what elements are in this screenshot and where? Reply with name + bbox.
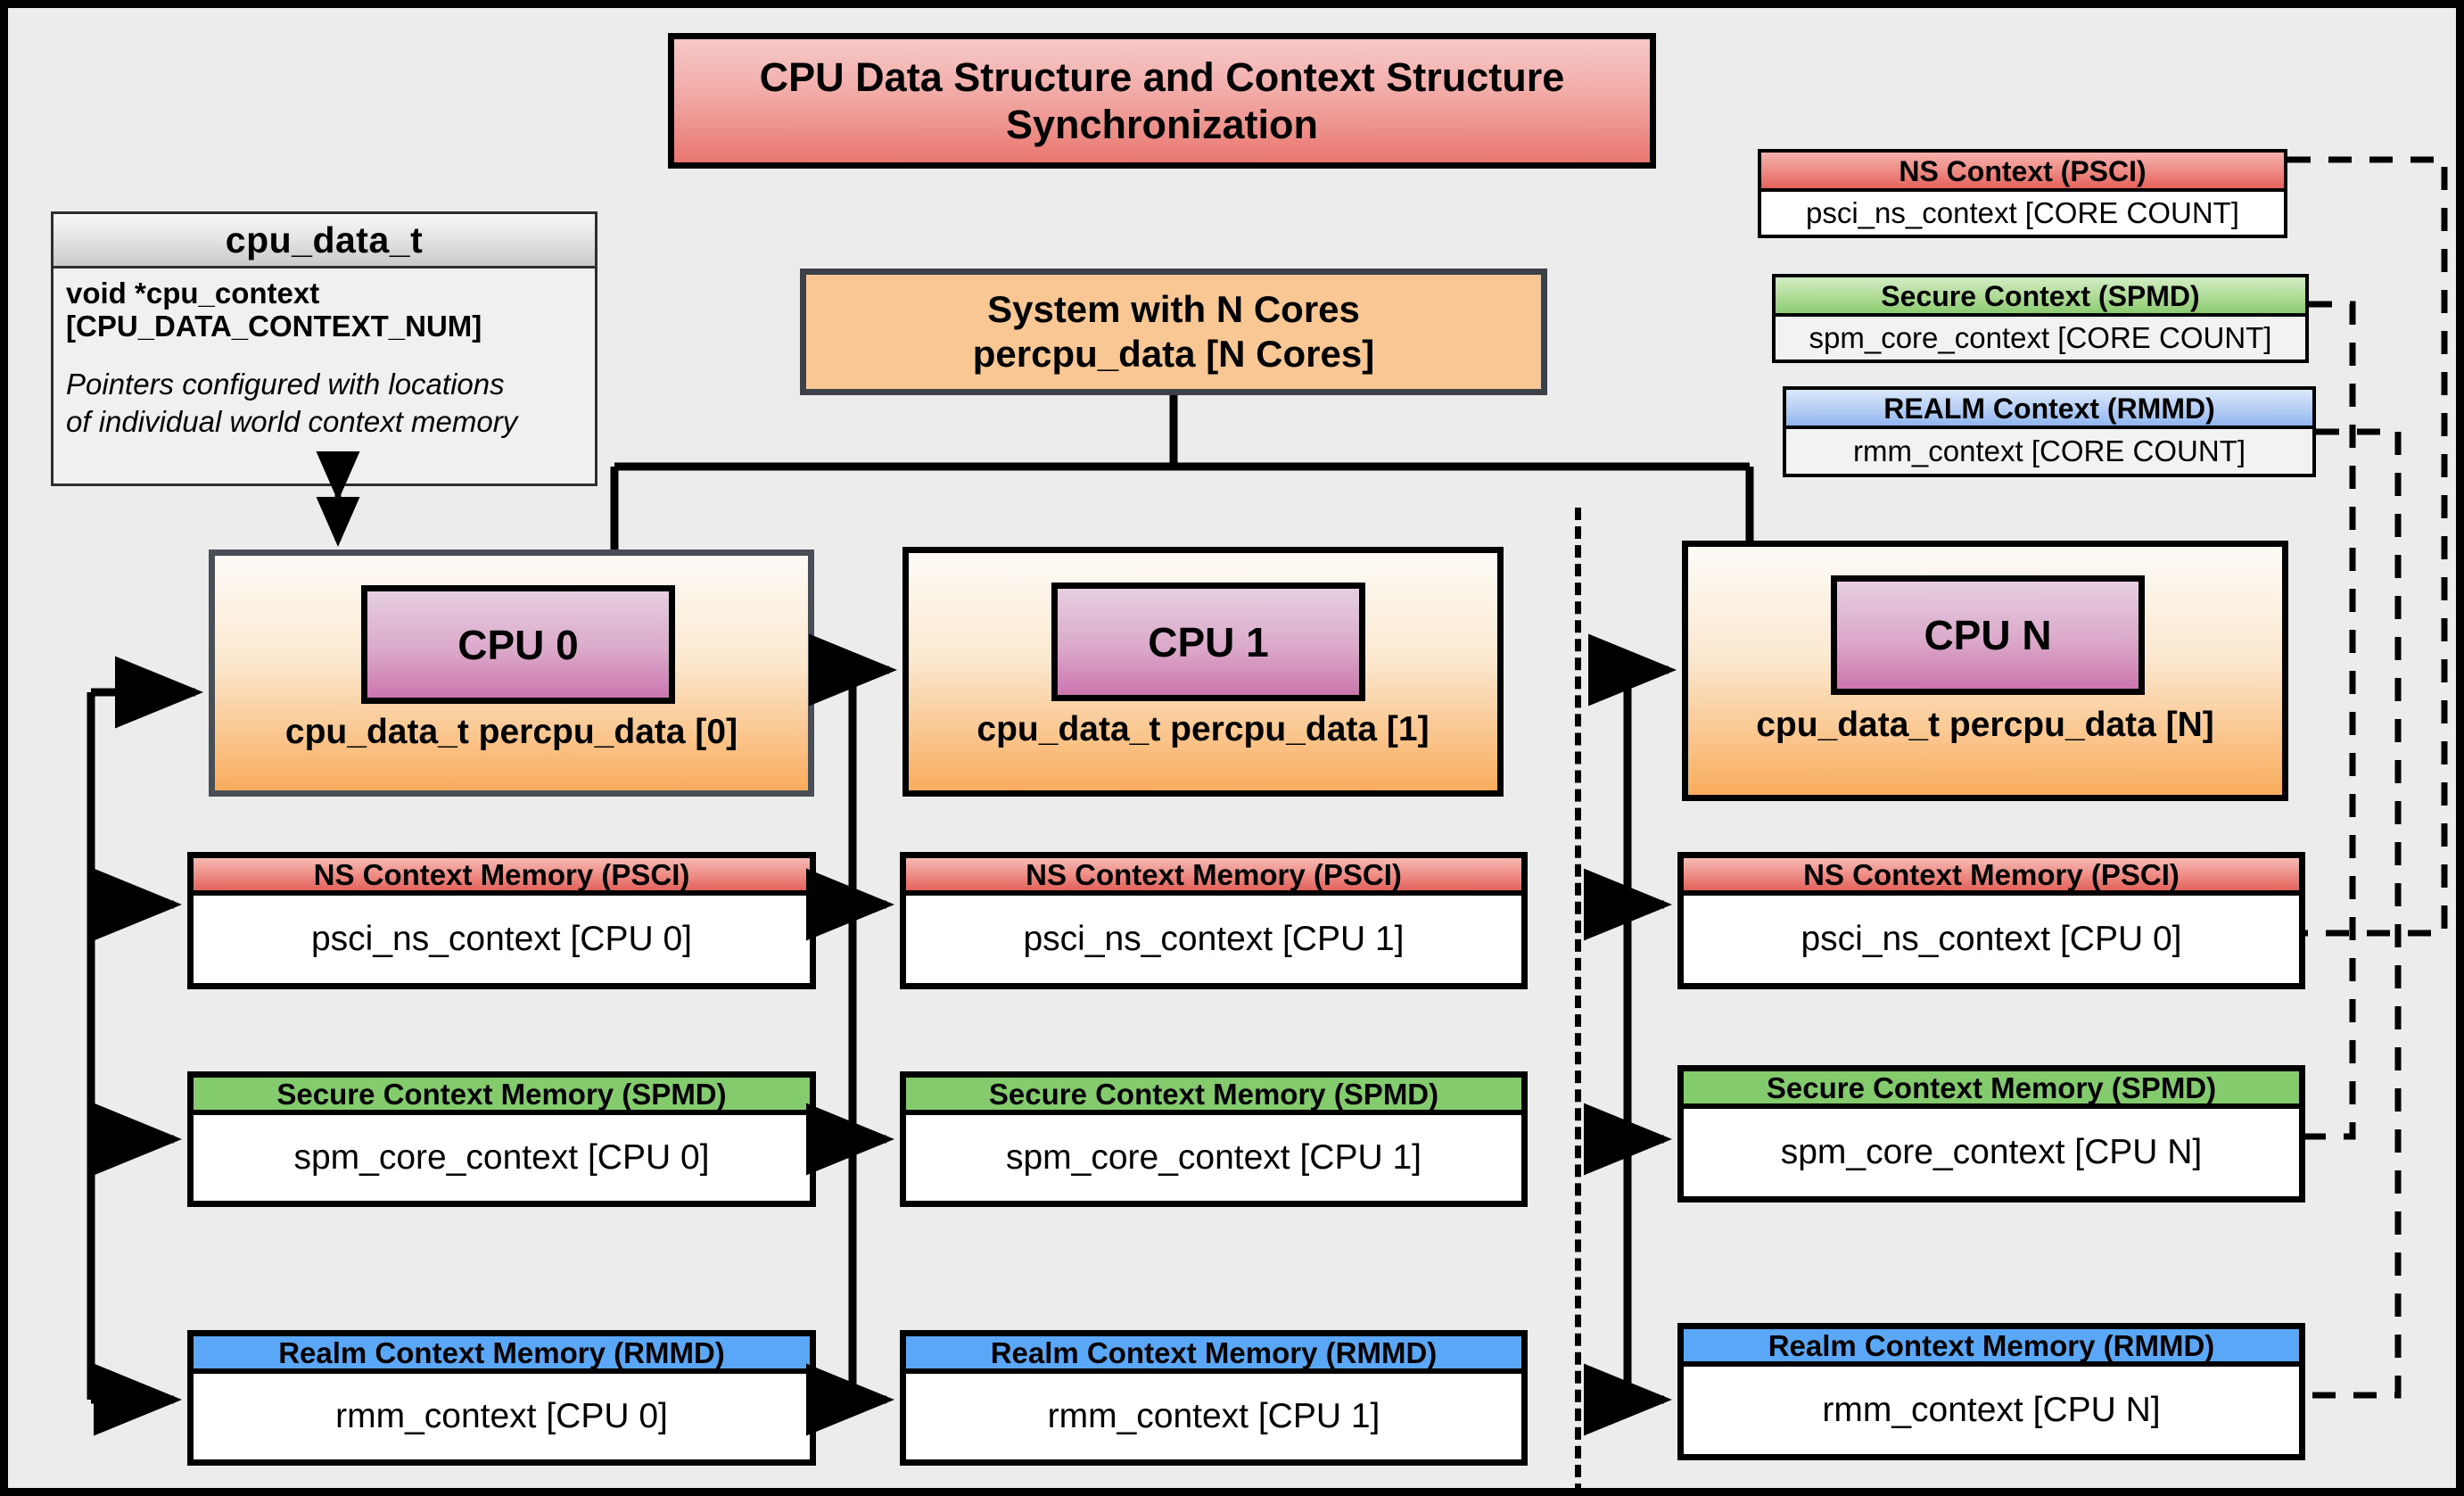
cpu-0-secure-context-body: spm_core_context [CPU 0] [293,1138,710,1177]
cpu-data-t-field-line-1: void *cpu_context [66,277,320,310]
global-context-card-ns: NS Context (PSCI) psci_ns_context [CORE … [1758,149,2287,238]
system-with-n-cores-box: System with N Cores percpu_data [N Cores… [800,269,1547,395]
cpu-n-secure-context-header: Secure Context Memory (SPMD) [1684,1071,2299,1109]
cpu-n-ns-context-card: NS Context Memory (PSCI) psci_ns_context… [1677,852,2305,989]
cpu-1-pointer-arrows [806,633,897,1436]
cpu-1-realm-context-body: rmm_context [CPU 1] [1047,1397,1380,1435]
global-context-realm-body: rmm_context [CORE COUNT] [1786,429,2312,474]
cpu-0-pointer-arrows [87,656,203,1436]
cpu-0-ns-context-header: NS Context Memory (PSCI) [194,858,810,896]
cpu-0-box: CPU 0 cpu_data_t percpu_data [0] [209,550,814,797]
cpu-1-ns-context-header: NS Context Memory (PSCI) [906,858,1521,896]
system-line-1: System with N Cores [987,287,1360,330]
cpu-1-secure-context-header: Secure Context Memory (SPMD) [906,1078,1521,1115]
global-context-ns-header: NS Context (PSCI) [1761,153,2284,192]
cpu-n-ns-context-header: NS Context Memory (PSCI) [1684,858,2299,896]
cpu-0-caption: cpu_data_t percpu_data [0] [284,713,738,751]
cpu-data-t-struct-title: cpu_data_t [54,214,595,269]
cpu-0-ns-context-body: psci_ns_context [CPU 0] [310,920,693,958]
global-context-secure-body: spm_core_context [CORE COUNT] [1776,317,2305,360]
cpu-n-realm-context-header: Realm Context Memory (RMMD) [1684,1329,2299,1367]
global-context-card-secure: Secure Context (SPMD) spm_core_context [… [1772,274,2309,363]
cpu-n-realm-context-body: rmm_context [CPU N] [1822,1391,2161,1429]
cpu-n-box: CPU N cpu_data_t percpu_data [N] [1682,541,2288,801]
diagram-title: CPU Data Structure and Context Structure… [668,33,1656,169]
cpu-1-ns-context-card: NS Context Memory (PSCI) psci_ns_context… [900,852,1528,989]
cpu-n-chip: CPU N [1831,575,2145,695]
column-separator-dashed-line [1575,508,1581,1488]
cpu-n-caption: cpu_data_t percpu_data [N] [1756,706,2214,744]
global-context-ns-body: psci_ns_context [CORE COUNT] [1761,192,2284,235]
global-context-realm-header: REALM Context (RMMD) [1786,390,2312,429]
global-context-dashed-routing [2287,156,2448,1399]
cpu-data-t-field-line-2: [CPU_DATA_CONTEXT_NUM] [66,309,482,343]
cpu-1-secure-context-body: spm_core_context [CPU 1] [1005,1138,1422,1177]
cpu-n-ns-context-body: psci_ns_context [CPU 0] [1801,920,2182,958]
cpu-1-realm-context-card: Realm Context Memory (RMMD) rmm_context … [900,1330,1528,1466]
cpu-1-ns-context-body: psci_ns_context [CPU 1] [1023,920,1405,958]
cpu-data-t-note-line-2: of individual world context memory [66,404,518,438]
cpu-0-realm-context-card: Realm Context Memory (RMMD) rmm_context … [187,1330,816,1466]
cpu-0-ns-context-card: NS Context Memory (PSCI) psci_ns_context… [187,852,816,989]
cpu-0-secure-context-card: Secure Context Memory (SPMD) spm_core_co… [187,1071,816,1207]
global-context-secure-header: Secure Context (SPMD) [1776,277,2305,317]
cpu-data-t-note-line-1: Pointers configured with locations [66,367,505,401]
cpu-1-secure-context-card: Secure Context Memory (SPMD) spm_core_co… [900,1071,1528,1207]
cpu-data-t-struct: cpu_data_t void *cpu_context [CPU_DATA_C… [51,211,597,486]
cpu-1-caption: cpu_data_t percpu_data [1] [977,710,1430,748]
cpu-0-secure-context-header: Secure Context Memory (SPMD) [194,1078,810,1115]
cpu-0-realm-context-body: rmm_context [CPU 0] [335,1397,668,1435]
cpu-1-realm-context-header: Realm Context Memory (RMMD) [906,1336,1521,1374]
cpu-0-chip: CPU 0 [361,585,675,704]
cpu-1-box: CPU 1 cpu_data_t percpu_data [1] [902,547,1504,797]
cpu-n-secure-context-card: Secure Context Memory (SPMD) spm_core_co… [1677,1065,2305,1203]
cpu-1-chip: CPU 1 [1051,583,1365,701]
cpu-0-realm-context-header: Realm Context Memory (RMMD) [194,1336,810,1374]
global-context-card-realm: REALM Context (RMMD) rmm_context [CORE C… [1783,386,2316,477]
cpu-n-realm-context-card: Realm Context Memory (RMMD) rmm_context … [1677,1323,2305,1460]
system-line-2: percpu_data [N Cores] [972,333,1375,375]
cpu-n-secure-context-body: spm_core_context [CPU N] [1780,1133,2203,1171]
cpu-n-pointer-arrows [1584,633,1677,1436]
